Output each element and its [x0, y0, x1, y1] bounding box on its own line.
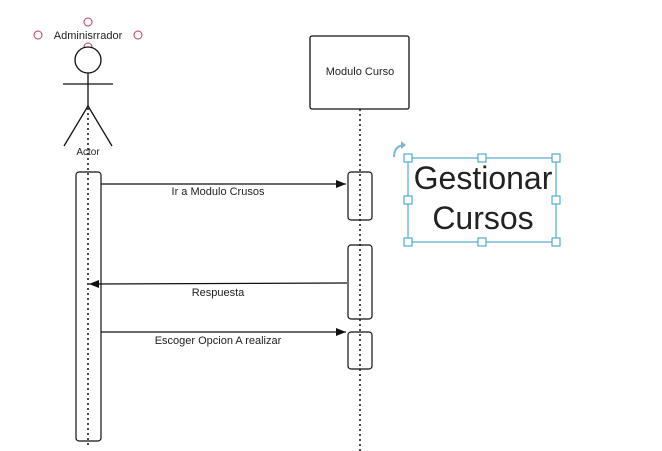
message-escoger-opcion[interactable]: Escoger Opcion A realizar: [101, 328, 346, 347]
anchor-handle-left[interactable]: [33, 30, 43, 40]
resize-handle-sw[interactable]: [403, 237, 413, 247]
module-lifeline-head[interactable]: Modulo Curso: [309, 35, 410, 110]
actor-figure-icon[interactable]: [63, 46, 113, 147]
actor-name: Adminisrrador: [54, 30, 123, 42]
resize-handle-n[interactable]: [477, 153, 487, 163]
module-name: Modulo Curso: [326, 66, 394, 78]
actor-type-label: Actor: [76, 147, 100, 158]
actor-label-group[interactable]: Adminisrrador: [33, 17, 143, 52]
actor-activation-bar[interactable]: [75, 171, 102, 442]
rotate-handle-arrowhead-icon: [401, 141, 406, 149]
resize-handle-w[interactable]: [403, 195, 413, 205]
anchor-handle-right[interactable]: [133, 30, 143, 40]
note-line-1: Gestionar: [414, 160, 553, 196]
note-text-box[interactable]: Gestionar Cursos: [403, 153, 561, 247]
message-label: Ir a Modulo Crusos: [172, 186, 265, 198]
anchor-handle-top[interactable]: [83, 17, 93, 27]
resize-handle-se[interactable]: [551, 237, 561, 247]
message-respuesta[interactable]: Respuesta: [88, 279, 348, 299]
message-ir-a-modulo[interactable]: Ir a Modulo Crusos: [101, 180, 346, 198]
module-activation-bar[interactable]: [347, 171, 373, 221]
resize-handle-s[interactable]: [477, 237, 487, 247]
message-label: Respuesta: [192, 287, 245, 299]
resize-handle-e[interactable]: [551, 195, 561, 205]
message-label: Escoger Opcion A realizar: [155, 335, 282, 347]
module-activation-bar[interactable]: [347, 244, 373, 320]
module-activation-bar[interactable]: [347, 331, 373, 370]
resize-handle-ne[interactable]: [551, 153, 561, 163]
resize-handle-nw[interactable]: [403, 153, 413, 163]
note-line-2: Cursos: [432, 200, 533, 236]
